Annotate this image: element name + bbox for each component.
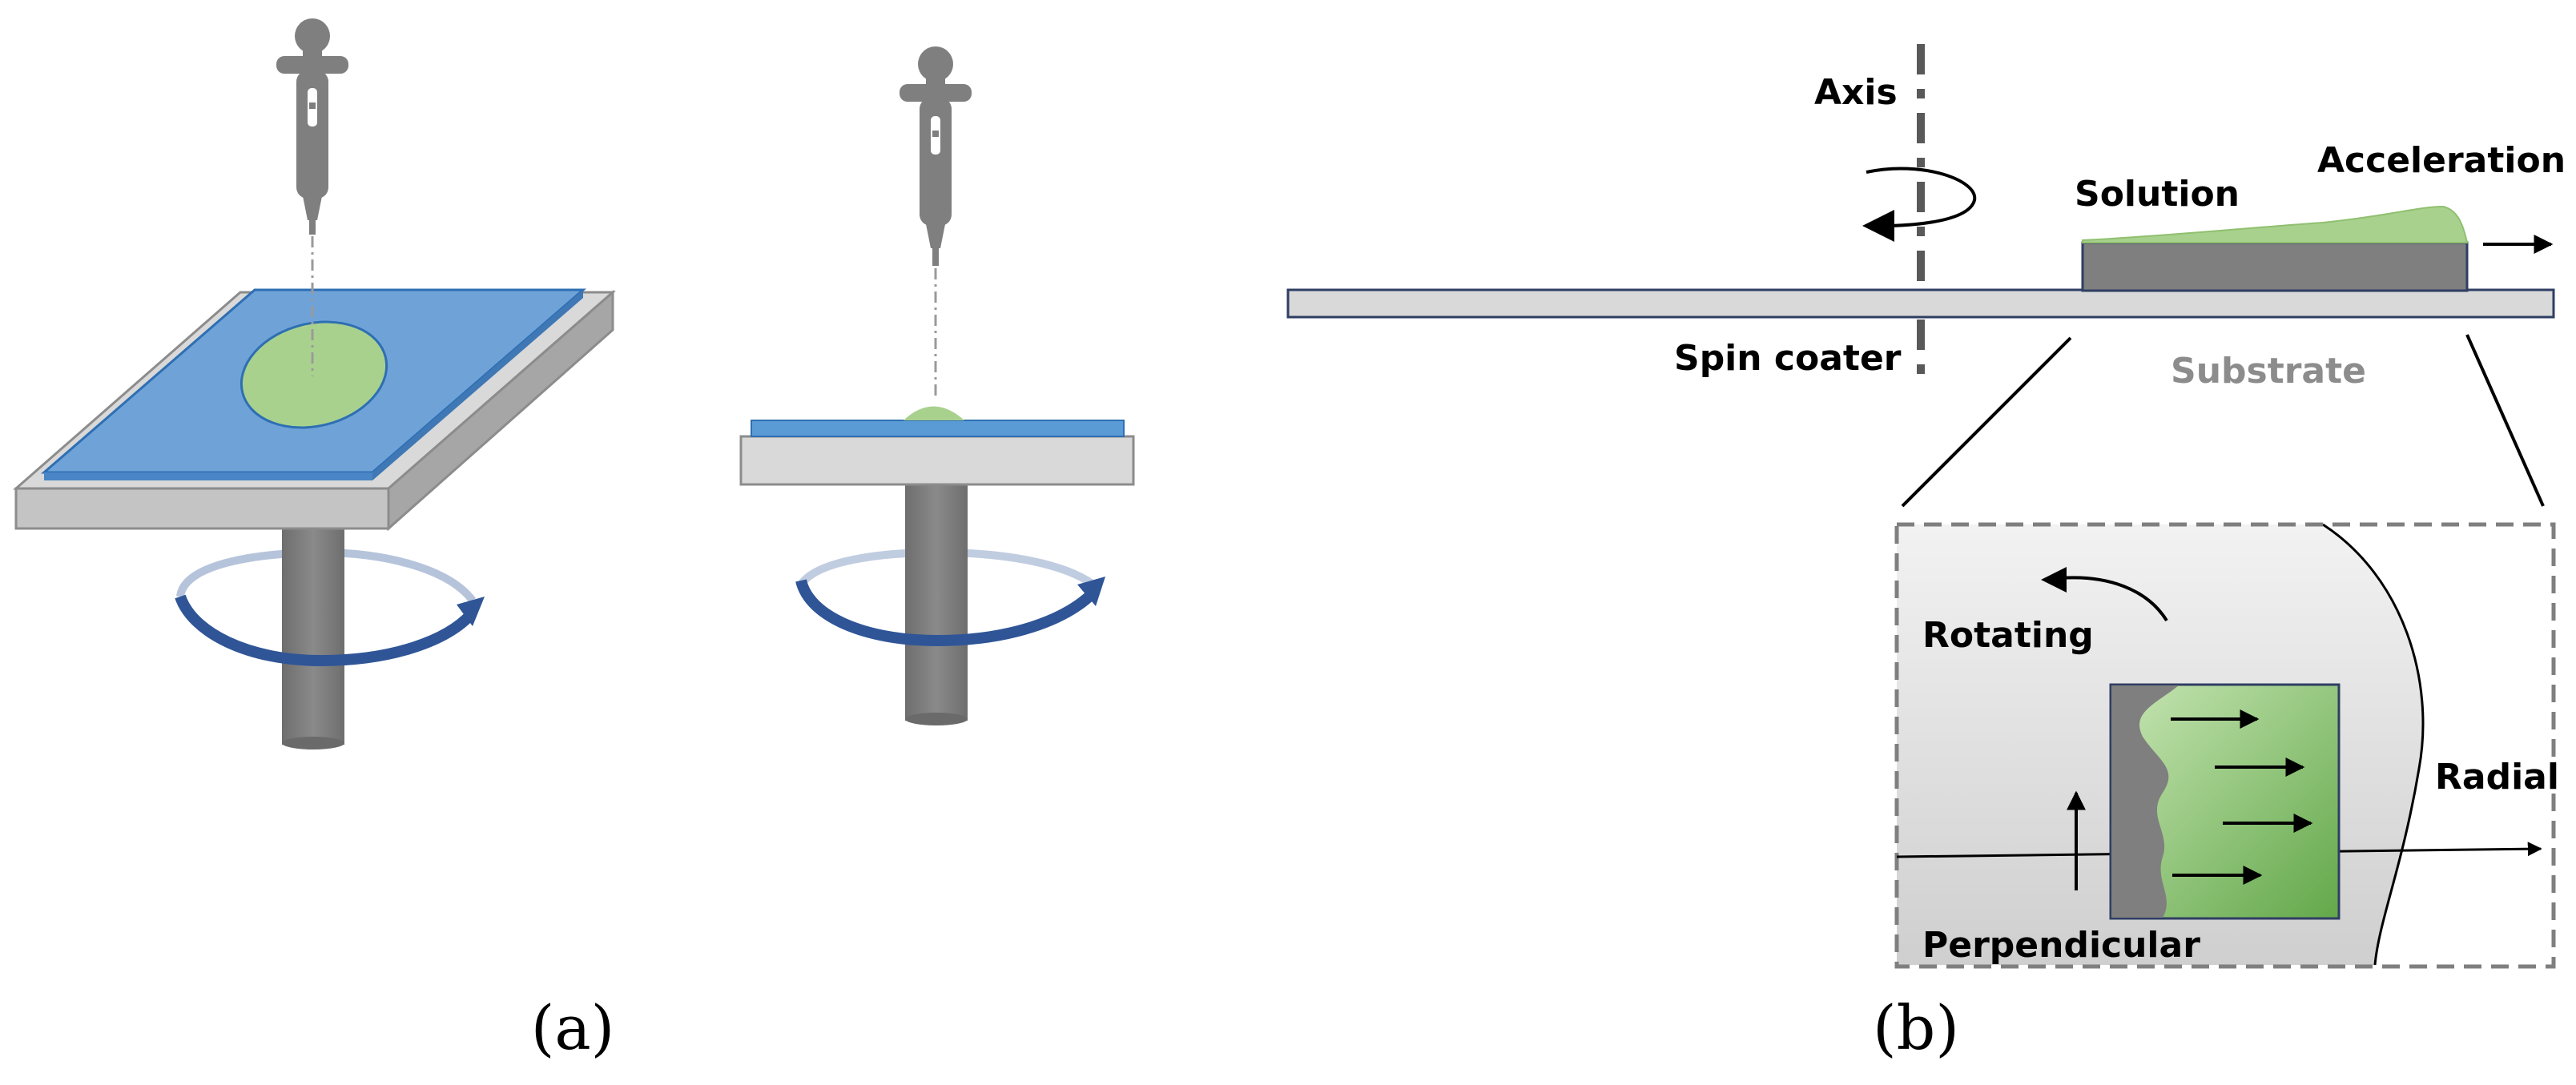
panel-b: Axis Spin coater Solution Acceleration S… xyxy=(1286,44,2566,1063)
label-rotating: Rotating xyxy=(1922,615,2094,656)
solution-drop xyxy=(239,320,388,429)
label-substrate: Substrate xyxy=(2171,351,2366,392)
solution-film xyxy=(2082,205,2469,243)
label-acceleration: Acceleration xyxy=(2317,140,2566,181)
substrate-side-view xyxy=(751,420,1125,437)
inset-border xyxy=(1894,522,2556,969)
panel-a: (a) xyxy=(13,18,1135,1063)
tilted-spin-coater xyxy=(13,18,616,749)
chuck-plate-side xyxy=(387,289,614,532)
spindle-base-2 xyxy=(905,713,968,725)
rotating-arrow xyxy=(2059,576,2168,622)
spindle-base xyxy=(282,737,344,749)
inset-zoom: Rotating Radial Perpendicular xyxy=(1894,522,2559,969)
spin-coater-bar xyxy=(1286,288,2555,319)
axis-rotation-arrow xyxy=(1866,167,1977,227)
rotation-arrow-2 xyxy=(795,579,1097,647)
label-solution: Solution xyxy=(2075,174,2240,215)
zoom-line-left xyxy=(1901,336,2072,508)
chuck-plate-front xyxy=(14,487,390,530)
chuck-plate-side-view xyxy=(739,435,1135,486)
side-view-spin-coater xyxy=(739,46,1135,725)
rotation-arrow xyxy=(175,594,477,667)
pipette-icon-2 xyxy=(900,46,972,266)
film-substrate-edge xyxy=(2111,685,2179,918)
spindle-shaft xyxy=(282,512,344,745)
pipette-icon xyxy=(276,18,348,235)
label-perpendicular: Perpendicular xyxy=(1922,925,2200,966)
spindle-shaft-2 xyxy=(905,480,968,721)
caption-b: (b) xyxy=(1873,992,1959,1063)
label-spin-coater: Spin coater xyxy=(1674,338,1902,379)
label-axis: Axis xyxy=(1814,72,1898,113)
substrate-side xyxy=(372,290,583,480)
axis-rotation-arrowhead xyxy=(1862,210,1894,242)
rotation-edge-curve xyxy=(2322,523,2425,966)
substrate-block xyxy=(2081,241,2469,292)
rotating-arrowhead xyxy=(2041,567,2067,593)
substrate-edge xyxy=(44,472,372,480)
label-radial: Radial xyxy=(2435,757,2559,798)
solution-drop-side xyxy=(904,406,964,420)
caption-a: (a) xyxy=(531,992,615,1063)
zoom-line-right xyxy=(2465,334,2545,507)
rotation-arrow-head-2 xyxy=(1077,577,1105,606)
rotation-arrow-head xyxy=(457,597,485,626)
